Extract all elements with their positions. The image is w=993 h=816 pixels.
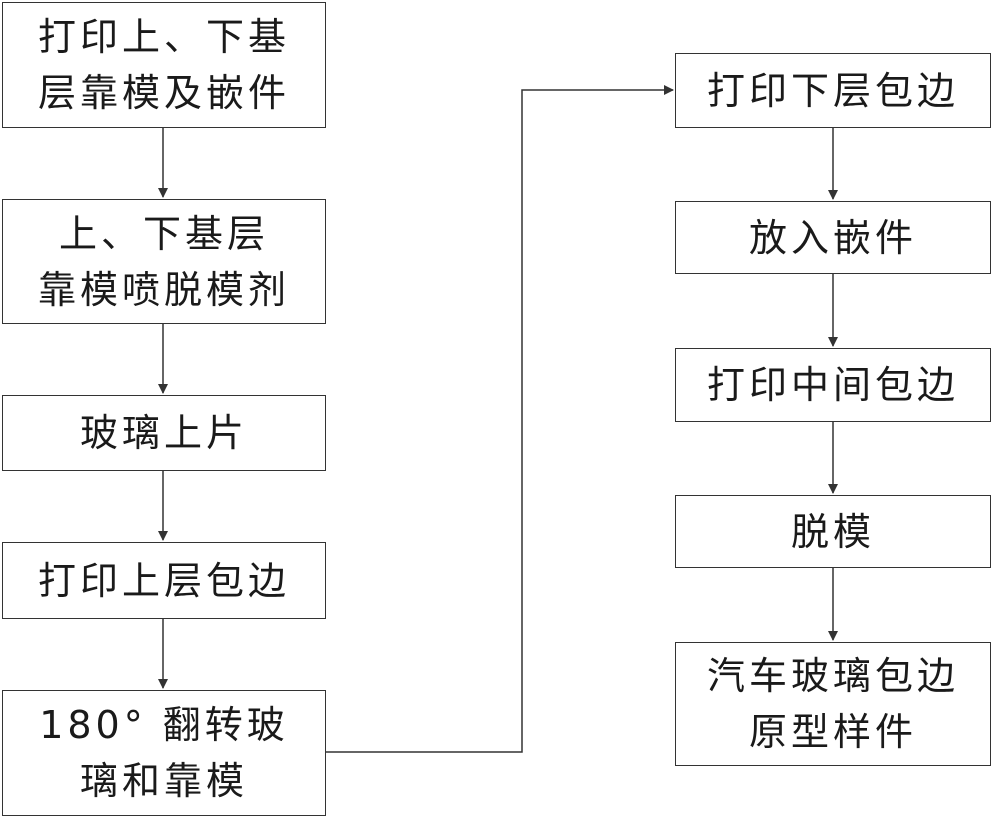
step-print-middle-edge: 打印中间包边 — [675, 348, 991, 422]
step-prototype-sample-line1: 汽车玻璃包边 — [706, 654, 959, 698]
step-spray-release-agent-line1: 上、下基层 — [58, 211, 269, 256]
step-print-lower-edge-line1: 打印下层包边 — [706, 68, 959, 113]
step-print-upper-edge-line1: 打印上层包边 — [37, 558, 290, 603]
step-print-base-molds: 打印上、下基 层靠模及嵌件 — [2, 2, 326, 128]
step-load-glass-line1: 玻璃上片 — [79, 411, 248, 455]
step-prototype-sample-line2: 原型样件 — [748, 710, 917, 754]
arrow-step5-to-step6 — [326, 85, 674, 753]
step-prototype-sample: 汽车玻璃包边 原型样件 — [675, 642, 991, 766]
step-insert-inserts-line1: 放入嵌件 — [748, 215, 917, 260]
step-insert-inserts: 放入嵌件 — [675, 201, 991, 274]
step-spray-release-agent-line2: 靠模喷脱模剂 — [37, 267, 290, 312]
step-print-middle-edge-line1: 打印中间包边 — [706, 363, 959, 407]
step-print-lower-edge: 打印下层包边 — [675, 53, 991, 128]
step-spray-release-agent: 上、下基层 靠模喷脱模剂 — [2, 199, 326, 324]
step-flip-glass-and-molds-line2: 璃和靠模 — [79, 759, 248, 803]
step-demold-line1: 脱模 — [790, 509, 875, 554]
step-print-base-molds-line2: 层靠模及嵌件 — [37, 71, 290, 115]
step-demold: 脱模 — [675, 495, 991, 568]
step-print-upper-edge: 打印上层包边 — [2, 542, 326, 619]
step-load-glass: 玻璃上片 — [2, 395, 326, 471]
step-flip-glass-and-molds-line1: 180° 翻转玻 — [39, 703, 289, 747]
step-print-base-molds-line1: 打印上、下基 — [37, 15, 290, 59]
step-flip-glass-and-molds: 180° 翻转玻 璃和靠模 — [2, 690, 326, 816]
